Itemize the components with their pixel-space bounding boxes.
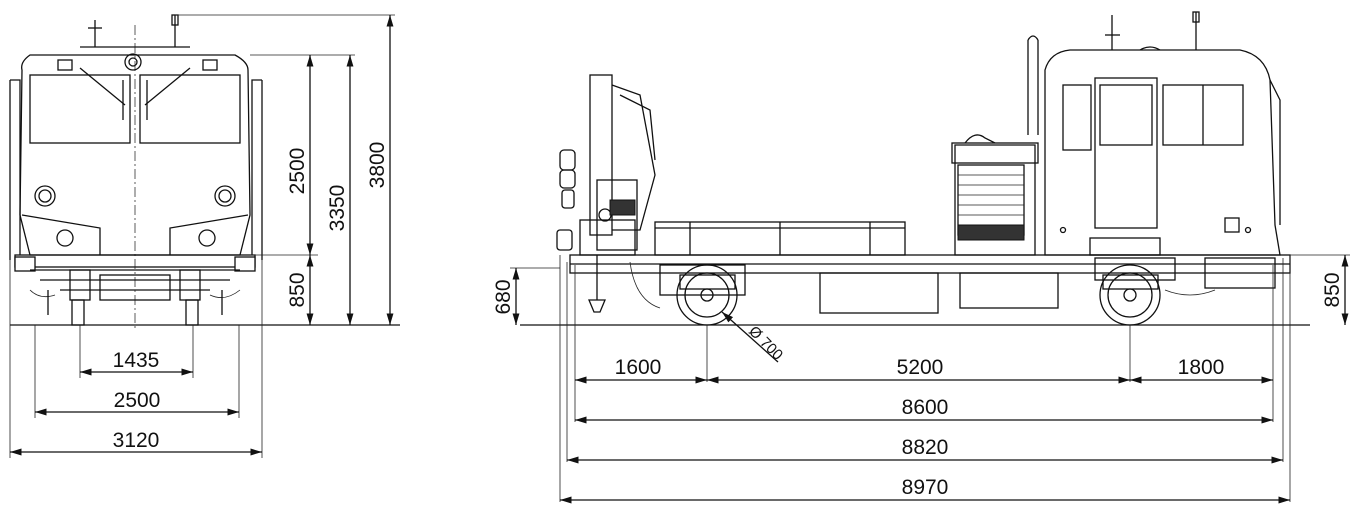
rear-wheel [1099,264,1161,326]
front-view: 1435 2500 3120 2500 850 3350 3800 [9,14,400,458]
dim-wheelbase: 5200 [897,356,944,379]
dim-body-width: 2500 [114,389,161,412]
dim-height-3800: 3800 [366,142,389,189]
dim-length-8970: 8970 [902,476,949,499]
dim-wheel-diameter: Ø 700 [745,323,786,364]
side-view: Ø 700 1600 5200 1800 8600 8820 8970 680 … [492,11,1350,504]
dim-height-3350: 3350 [326,185,349,232]
flatbed [654,221,906,256]
dim-rear-overhang: 1800 [1178,356,1225,379]
dim-track-gauge: 1435 [113,349,160,372]
dim-floor-height: 850 [286,272,309,307]
dim-overall-width: 3120 [113,429,160,452]
dim-front-overhang: 1600 [615,356,662,379]
engine-unit [951,134,1039,256]
dim-coupler-height: 680 [492,279,515,314]
dim-rear-floor-height: 850 [1321,272,1344,307]
dim-height-2500: 2500 [286,148,309,195]
dim-length-8600: 8600 [902,396,949,419]
crane [556,74,656,313]
dim-length-8820: 8820 [902,436,949,459]
cab [1027,11,1281,256]
